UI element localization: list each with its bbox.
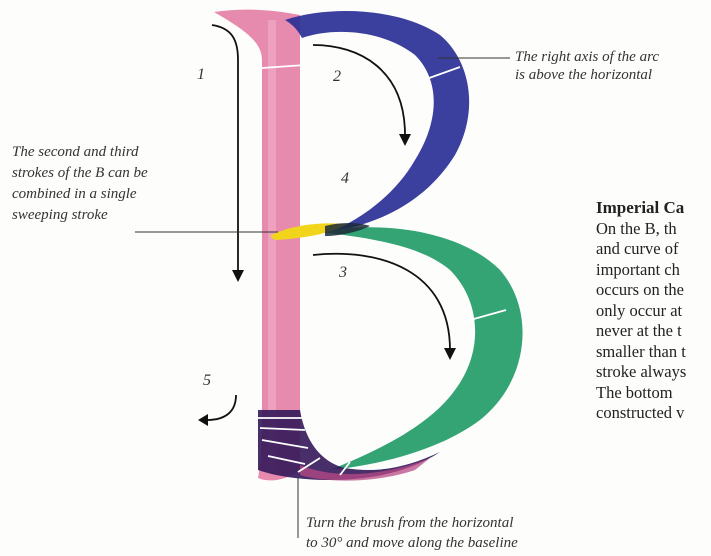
step-number-3: 3 — [339, 264, 347, 282]
annotation-line: combined in a single — [12, 184, 148, 205]
annotation-line: The right axis of the arc — [515, 48, 659, 66]
body-line: smaller than t — [596, 342, 686, 363]
body-line: important ch — [596, 260, 686, 281]
annotation-brush: Turn the brush from the horizontal to 30… — [306, 513, 518, 553]
body-line: The bottom — [596, 383, 686, 404]
step-number-1: 1 — [197, 66, 205, 84]
step-number-5: 5 — [203, 372, 211, 390]
annotation-line: strokes of the B can be — [12, 163, 148, 184]
body-line: never at the t — [596, 321, 686, 342]
stroke-3-lower-bowl — [320, 227, 523, 470]
body-line: stroke always — [596, 362, 686, 383]
annotation-right-axis: The right axis of the arc is above the h… — [515, 48, 659, 84]
body-line: only occur at — [596, 301, 686, 322]
body-line: occurs on the — [596, 280, 686, 301]
annotation-line: sweeping stroke — [12, 205, 148, 226]
annotation-line: to 30° and move along the baseline — [306, 533, 518, 553]
direction-arrows — [207, 25, 450, 420]
body-title: Imperial Ca — [596, 198, 686, 219]
annotation-line: is above the horizontal — [515, 66, 659, 84]
body-line: constructed v — [596, 403, 686, 424]
stroke-2-upper-bowl — [285, 11, 469, 232]
annotation-combined-strokes: The second and third strokes of the B ca… — [12, 142, 148, 226]
body-text: Imperial Ca On the B, th and curve of im… — [596, 198, 686, 424]
stroke-1-stem — [214, 10, 300, 481]
body-line: On the B, th — [596, 219, 686, 240]
step-number-2: 2 — [333, 68, 341, 86]
annotation-line: Turn the brush from the horizontal — [306, 513, 518, 533]
body-line: and curve of — [596, 239, 686, 260]
annotation-line: The second and third — [12, 142, 148, 163]
step-number-4: 4 — [341, 170, 349, 188]
